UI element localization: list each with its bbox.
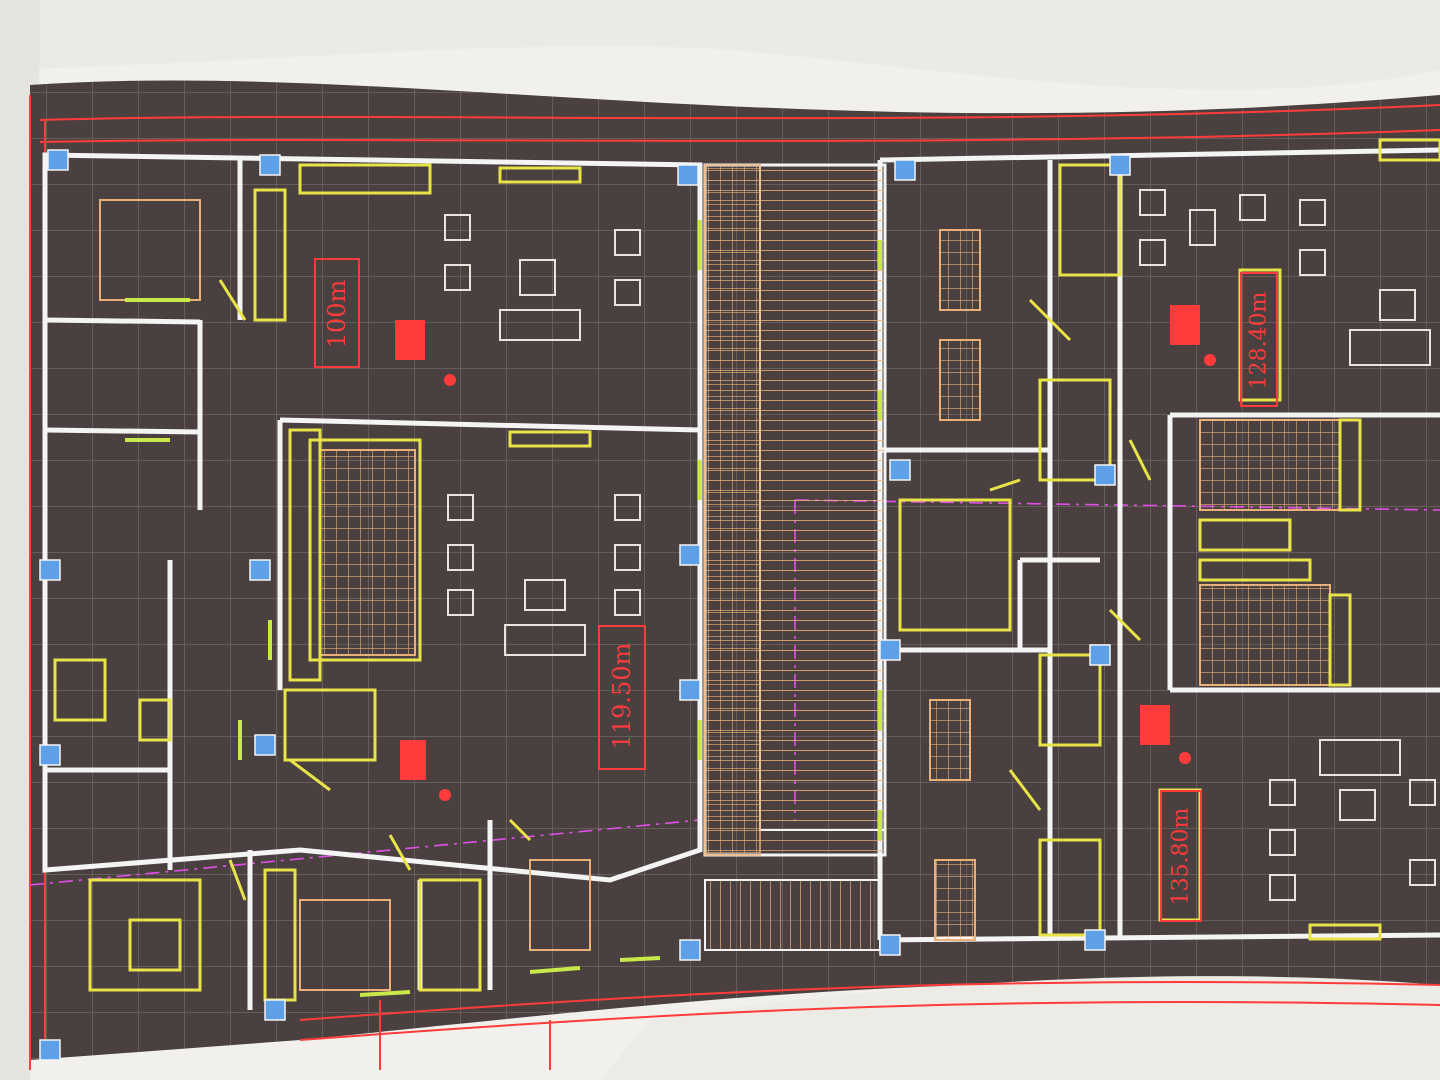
area-label-1: 100m bbox=[323, 279, 351, 349]
area-box-1 bbox=[314, 258, 360, 368]
area-box-4 bbox=[1160, 790, 1202, 922]
column-markers bbox=[39, 149, 1131, 1061]
dimension-lines bbox=[29, 95, 1440, 1070]
level-markers bbox=[395, 305, 1216, 801]
area-label-2: 119.50m bbox=[608, 642, 636, 750]
window-marks bbox=[125, 220, 882, 997]
furniture-sets bbox=[444, 189, 1436, 901]
area-label-4: 135.80m bbox=[1168, 807, 1194, 906]
area-box-3 bbox=[1240, 272, 1278, 407]
central-stair bbox=[703, 163, 887, 951]
bedroom-floors bbox=[99, 199, 1341, 991]
area-label-3: 128.40m bbox=[1246, 291, 1272, 390]
area-box-2 bbox=[598, 625, 646, 770]
